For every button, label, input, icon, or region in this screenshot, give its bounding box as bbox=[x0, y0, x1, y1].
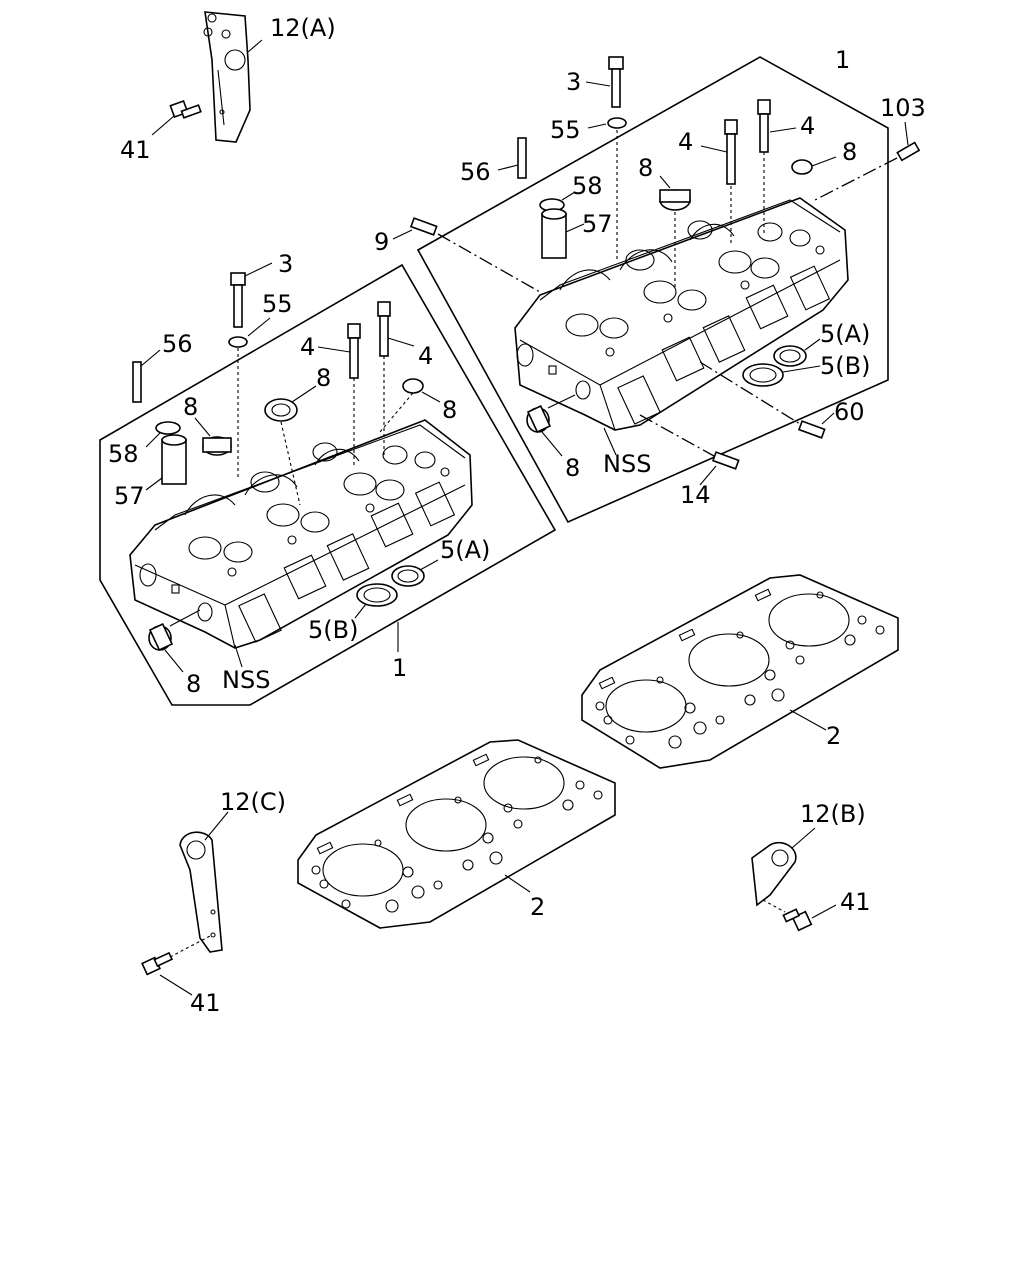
callout-8-left-a: 8 bbox=[183, 393, 198, 421]
bolt-3-right bbox=[608, 56, 624, 108]
callout-1-left: 1 bbox=[392, 654, 407, 682]
seals-5-right bbox=[742, 345, 807, 387]
callout-9: 9 bbox=[374, 228, 389, 256]
callout-12a: 12(A) bbox=[270, 14, 336, 42]
callout-5b-left: 5(B) bbox=[308, 616, 358, 644]
stud-9 bbox=[409, 217, 438, 236]
valve-4-left-a bbox=[347, 323, 361, 379]
head-gasket-right bbox=[581, 574, 899, 769]
callout-1-right: 1 bbox=[835, 46, 850, 74]
callout-nss-left: NSS bbox=[222, 666, 270, 694]
bracket-12c bbox=[179, 831, 223, 953]
callout-56-left: 56 bbox=[162, 330, 193, 358]
bracket-12a bbox=[203, 11, 251, 143]
stud-14 bbox=[711, 451, 740, 470]
bush-8-right-top bbox=[659, 189, 691, 211]
head-gasket-left bbox=[297, 739, 616, 929]
callout-58-left: 58 bbox=[108, 440, 139, 468]
guide-57-right bbox=[541, 208, 567, 259]
callout-41-right: 41 bbox=[840, 888, 871, 916]
cylinder-head-left bbox=[129, 419, 473, 649]
callout-57-right: 57 bbox=[582, 210, 613, 238]
seal-8-left-c bbox=[402, 378, 424, 394]
bolt-41-left bbox=[141, 951, 174, 976]
callout-103: 103 bbox=[880, 94, 926, 122]
callout-41-left: 41 bbox=[190, 989, 221, 1017]
callout-8-right-low: 8 bbox=[565, 454, 580, 482]
left-head-enclosure bbox=[99, 263, 557, 706]
plug-8-left-low bbox=[148, 623, 174, 651]
callout-60: 60 bbox=[834, 398, 865, 426]
seal-8-right-mid bbox=[791, 159, 813, 175]
bolt-3-left bbox=[230, 272, 246, 328]
callout-8-right-mid: 8 bbox=[842, 138, 857, 166]
callout-56-right: 56 bbox=[460, 158, 491, 186]
valve-4-left-b bbox=[377, 301, 391, 357]
washer-55-right bbox=[607, 117, 627, 129]
callout-14: 14 bbox=[680, 481, 711, 509]
seals-5-left bbox=[356, 565, 425, 607]
callout-4-right-a: 4 bbox=[678, 128, 693, 156]
callout-58-right: 58 bbox=[572, 172, 603, 200]
bush-8-left-a bbox=[202, 436, 232, 456]
callout-4-right-b: 4 bbox=[800, 112, 815, 140]
callout-2-right: 2 bbox=[826, 722, 841, 750]
callout-3-right: 3 bbox=[566, 68, 581, 96]
callout-55-left: 55 bbox=[262, 290, 293, 318]
seal-58-left bbox=[155, 421, 181, 435]
callout-8-right-top: 8 bbox=[638, 154, 653, 182]
callout-8-left-low: 8 bbox=[186, 670, 201, 698]
bolt-41-top bbox=[169, 99, 202, 119]
washer-55-left bbox=[228, 336, 248, 348]
callout-4-left-b: 4 bbox=[418, 342, 433, 370]
callout-41-top: 41 bbox=[120, 136, 151, 164]
callout-4-left-a: 4 bbox=[300, 333, 315, 361]
callout-12b: 12(B) bbox=[800, 800, 866, 828]
stud-56-left bbox=[132, 361, 142, 403]
bracket-12b bbox=[751, 841, 797, 907]
callout-nss-right: NSS bbox=[603, 450, 651, 478]
bolt-41-right bbox=[782, 908, 813, 932]
right-head-enclosure bbox=[416, 56, 889, 524]
callout-12c: 12(C) bbox=[220, 788, 286, 816]
callout-57-left: 57 bbox=[114, 482, 145, 510]
stud-60 bbox=[797, 420, 826, 439]
callout-55-right: 55 bbox=[550, 116, 581, 144]
callout-3-left: 3 bbox=[278, 250, 293, 278]
callout-8-left-b: 8 bbox=[316, 364, 331, 392]
callout-5a-left: 5(A) bbox=[440, 536, 490, 564]
callout-5b-right: 5(B) bbox=[820, 352, 870, 380]
callout-8-left-c: 8 bbox=[442, 396, 457, 424]
valve-4-right-a bbox=[724, 119, 738, 185]
callout-5a-right: 5(A) bbox=[820, 320, 870, 348]
bush-8-left-b bbox=[264, 398, 298, 422]
guide-57-left bbox=[161, 434, 187, 485]
stud-103 bbox=[896, 141, 921, 162]
valve-4-right-b bbox=[757, 99, 771, 153]
plug-8-right-low bbox=[526, 405, 552, 433]
callout-2-left: 2 bbox=[530, 893, 545, 921]
stud-56-right bbox=[517, 137, 527, 179]
